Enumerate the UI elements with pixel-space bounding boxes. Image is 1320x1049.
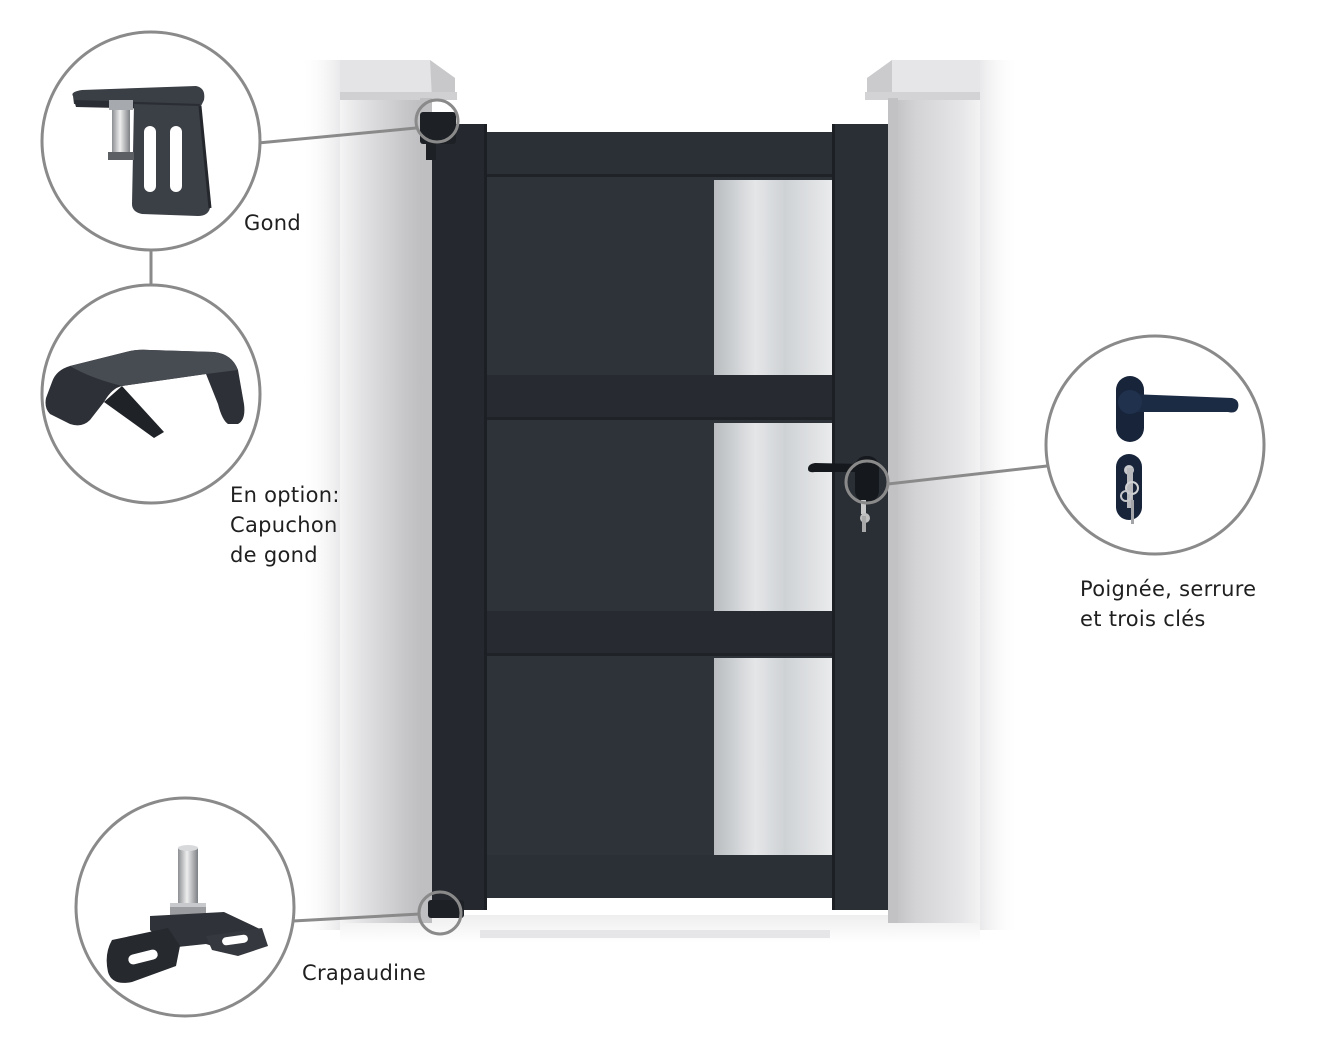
bottom-pivot	[428, 900, 464, 918]
stainless-insert-bottom	[714, 658, 832, 855]
threshold	[480, 930, 830, 938]
ground-strip	[340, 915, 980, 943]
stainless-insert-middle	[714, 423, 832, 611]
handle-highlight-ring	[844, 459, 890, 505]
right-wall-shade	[980, 60, 1020, 930]
right-pillar	[865, 60, 980, 923]
capuchon-label-line-2: Capuchon	[230, 513, 338, 537]
crapaudine-leader-line	[292, 912, 421, 923]
gate-top-rail	[487, 132, 832, 174]
poignee-label: Poignée, serrure et trois clés	[1080, 574, 1256, 634]
hinge-cap-icon	[45, 349, 245, 438]
gate-middle-rail-2	[487, 611, 832, 653]
top-hinge	[420, 112, 456, 144]
gate	[420, 112, 888, 918]
handle-lock-icon	[1116, 376, 1239, 524]
gate-left-stile	[432, 124, 487, 910]
capuchon-label-line-3: de gond	[230, 543, 318, 567]
capuchon-label-line-1: En option:	[230, 483, 340, 507]
stainless-insert-top	[714, 180, 832, 375]
crapaudine-label: Crapaudine	[302, 961, 427, 985]
poignee-callout	[1044, 334, 1266, 556]
left-wall-shade	[300, 60, 340, 930]
capuchon-callout	[40, 283, 262, 505]
poignee-leader-line	[887, 464, 1048, 486]
gond-leader-line	[257, 126, 417, 145]
gate-handle	[808, 456, 879, 532]
poignee-label-line-1: Poignée, serrure	[1080, 577, 1257, 601]
gate-middle-rail-1	[487, 375, 832, 417]
poignee-label-line-2: et trois clés	[1080, 607, 1206, 631]
crapaudine-callout	[74, 796, 296, 1018]
gate-bottom-rail	[487, 855, 832, 898]
gond-label: Gond	[244, 211, 301, 235]
gate-right-stile	[832, 124, 888, 910]
left-pillar	[340, 60, 457, 923]
hinge-highlight-ring	[414, 98, 460, 144]
capuchon-label: En option: Capuchon de gond	[230, 480, 340, 570]
gond-callout	[40, 30, 262, 252]
pivot-icon	[106, 845, 268, 983]
hinge-icon	[72, 86, 212, 216]
